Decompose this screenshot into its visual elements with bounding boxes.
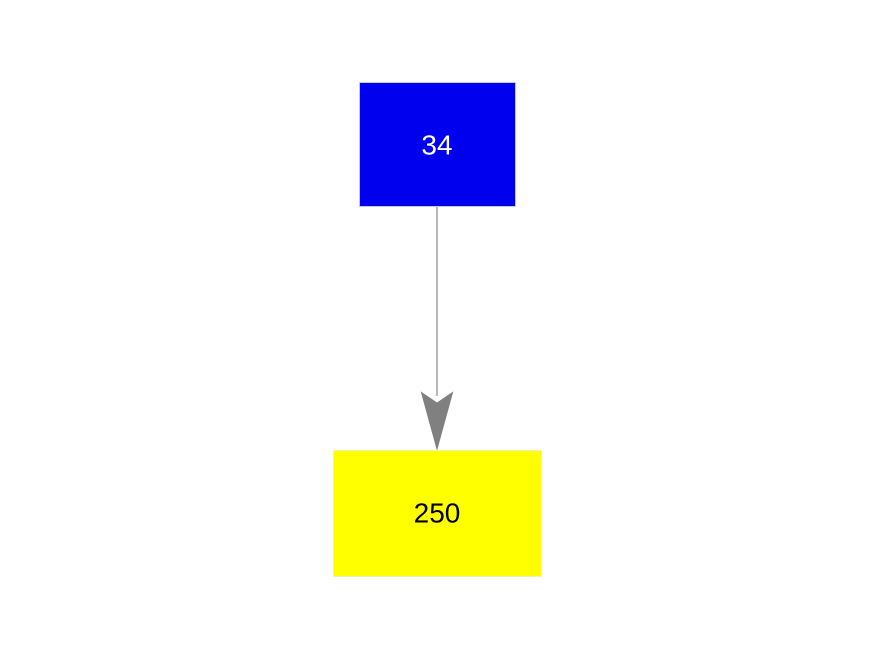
node-34[interactable]: 34 [359,82,516,207]
arrowhead-icon [420,391,454,451]
node-250-label: 250 [414,497,461,528]
node-250[interactable]: 250 [333,450,542,577]
node-34-box [359,82,516,207]
node-34-label: 34 [421,129,452,160]
edge-34-to-250[interactable] [420,207,454,451]
node-250-box [333,450,542,577]
